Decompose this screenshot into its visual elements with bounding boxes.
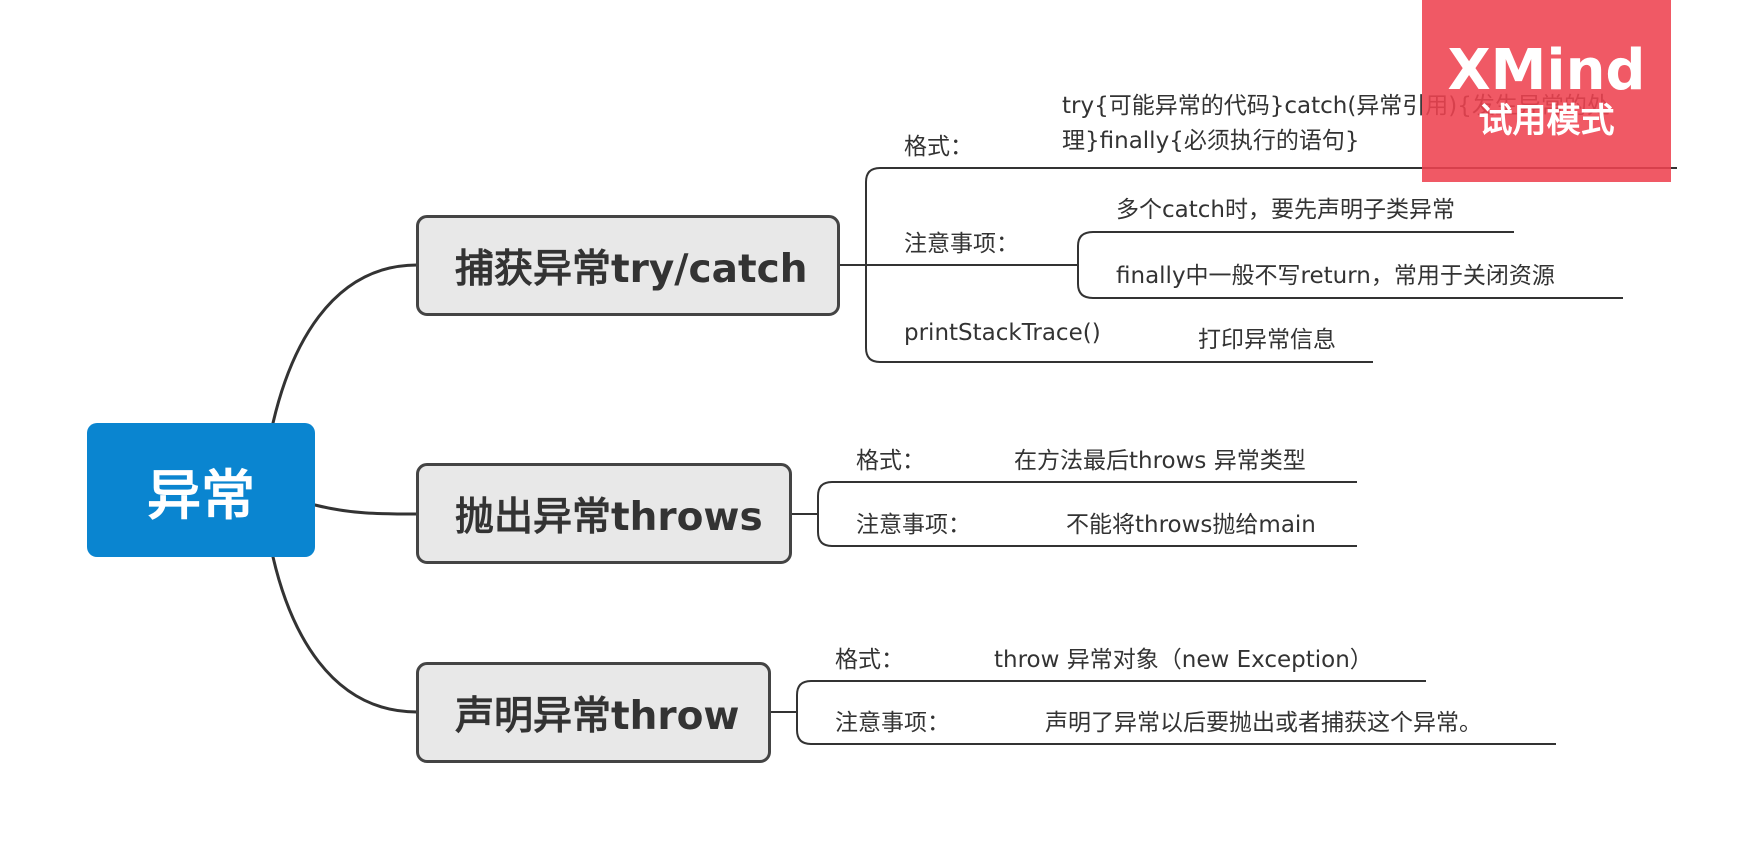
root-topic-label: 异常 [147,463,255,527]
branch-topic-throws[interactable]: 抛出异常throws [416,463,792,564]
subtopic-format-label[interactable]: 格式： [856,448,925,474]
connector-root-branch-3 [271,555,419,714]
subtopic-format-value[interactable]: throw 异常对象（new Exception） [994,647,1373,673]
watermark-brand: XMind [1447,38,1646,103]
connector-root-branch-2 [313,503,419,516]
root-topic[interactable]: 异常 [87,423,315,557]
subtopic-note-item[interactable]: finally中一般不写return，常用于关闭资源 [1116,263,1555,289]
branch-topic-throw[interactable]: 声明异常throw [416,662,771,763]
subtopic-format-label[interactable]: 格式： [835,647,904,673]
subtopic-printstacktrace-value[interactable]: 打印异常信息 [1198,327,1336,353]
subtopic-notes-label[interactable]: 注意事项： [835,710,950,736]
branch-topic-try-catch[interactable]: 捕获异常try/catch [416,215,840,316]
subtopic-printstacktrace-label[interactable]: printStackTrace() [904,320,1101,346]
subtopic-notes-label[interactable]: 注意事项： [904,231,1019,257]
subtopic-note-item[interactable]: 多个catch时，要先声明子类异常 [1116,197,1455,223]
subtopic-format-label[interactable]: 格式： [904,134,973,160]
watermark-mode: 试用模式 [1478,101,1615,141]
branch-topic-label: 声明异常throw [455,693,740,739]
subtopic-notes-value[interactable]: 声明了异常以后要抛出或者捕获这个异常。 [1045,710,1482,736]
branch-topic-label: 捕获异常try/catch [455,246,808,292]
subtopic-format-value[interactable]: 在方法最后throws 异常类型 [1014,448,1306,474]
subtopic-notes-label[interactable]: 注意事项： [856,512,971,538]
branch-topic-label: 抛出异常throws [455,494,763,540]
connector-root-branch-1 [271,263,419,425]
xmind-trial-watermark: XMind 试用模式 [1422,0,1671,182]
subtopic-notes-value[interactable]: 不能将throws抛给main [1066,512,1316,538]
